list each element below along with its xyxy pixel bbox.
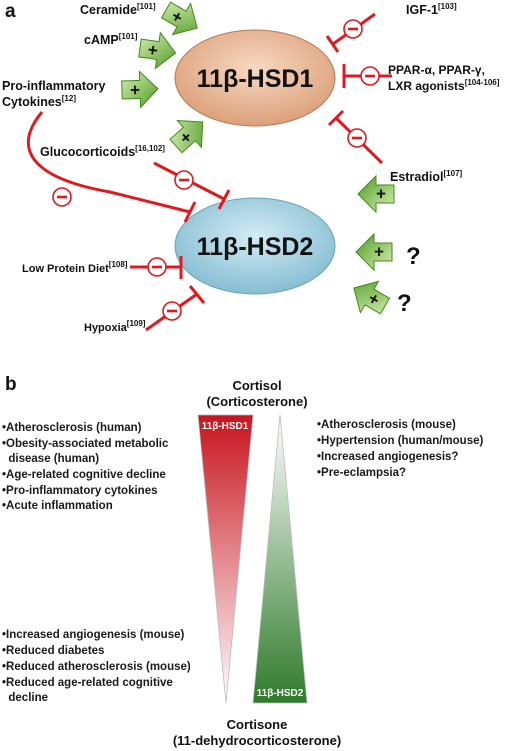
hsd1-ellipse	[174, 29, 336, 127]
hsd1-label: 11β-HSD1	[197, 65, 314, 93]
label-estradiol: Estradiol[107]	[390, 169, 463, 184]
list-item: •Increased angiogenesis (mouse)	[2, 629, 185, 641]
low-protein-minus-icon	[147, 257, 167, 277]
camp-plus-arrow-icon	[136, 29, 179, 72]
list-item: •Increased angiogenesis?	[317, 451, 458, 463]
dehydrocorticosterone-label: (11-dehydrocorticosterone)	[173, 733, 341, 748]
list-item: disease (human)	[2, 453, 99, 465]
list-item: •Reduced diabetes	[2, 645, 104, 657]
label-ceramide: Ceramide[101]	[80, 2, 156, 17]
list-item: •Pro-inflammatory cytokines	[2, 485, 158, 497]
list-item: •Obesity-associated metabolic	[2, 438, 169, 450]
label-lxr: LXR agonists[104-106]	[388, 78, 500, 93]
hsd2-triangle-label: 11β-HSD2	[257, 688, 304, 699]
cytokines-plus-arrow-icon	[120, 70, 160, 109]
estradiol-plus-arrow-icon	[357, 175, 395, 213]
label-glucocorticoids: Glucocorticoids[16,102]	[40, 144, 165, 159]
ceramide-plus-arrow-icon	[156, 0, 207, 45]
unknown-plus-arrow-1-icon	[355, 233, 393, 271]
hsd2-ellipse	[174, 197, 336, 295]
list-item: decline	[2, 692, 48, 704]
list-item: •Atherosclerosis (human)	[2, 422, 142, 434]
hsd2-label: 11β-HSD2	[197, 233, 314, 261]
list-left-top: •Atherosclerosis (human) •Obesity-associ…	[2, 422, 169, 512]
panel-a-label: a	[5, 1, 16, 22]
hsd1-triangle	[197, 414, 254, 704]
cortisol-label: Cortisol	[232, 378, 281, 393]
list-item: •Hypertension (human/mouse)	[317, 435, 483, 447]
corticosterone-label: (Corticosterone)	[206, 394, 307, 409]
list-item: •Reduced age-related cognitive	[2, 677, 173, 689]
estradiol-minus-icon	[347, 128, 367, 148]
hsd2-triangle	[252, 414, 308, 704]
label-camp: cAMP[101]	[84, 32, 138, 47]
label-ppar: PPAR-α, PPAR-γ,	[388, 63, 485, 77]
ppar-minus-icon	[360, 66, 380, 86]
list-item: •Pre-eclampsia?	[317, 467, 406, 479]
question-mark-1: ?	[406, 243, 421, 270]
label-hypoxia: Hypoxia[109]	[84, 319, 146, 334]
list-item: •Acute inflammation	[2, 500, 113, 512]
label-igf1: IGF-1[103]	[406, 2, 457, 17]
hypoxia-minus-icon	[162, 301, 182, 321]
list-right-top: •Atherosclerosis (mouse) •Hypertension (…	[317, 419, 483, 479]
list-left-bottom: •Increased angiogenesis (mouse) •Reduced…	[2, 629, 191, 704]
question-mark-2: ?	[397, 290, 412, 317]
label-low-protein-diet: Low Protein Diet[108]	[22, 260, 128, 275]
panel-b-label: b	[5, 374, 17, 395]
unknown-plus-arrow-2-icon	[344, 271, 395, 323]
label-cytokines: Cytokines[12]	[2, 94, 76, 109]
hsd1-triangle-label: 11β-HSD1	[202, 421, 249, 432]
list-item: •Reduced atherosclerosis (mouse)	[2, 661, 191, 673]
cytokines-minus-icon	[52, 187, 72, 207]
label-proinflammatory: Pro-inflammatory	[2, 79, 106, 93]
glucocorticoids-minus-icon	[174, 170, 194, 190]
cortisone-label: Cortisone	[227, 717, 288, 732]
list-item: •Atherosclerosis (mouse)	[317, 419, 456, 431]
igf1-minus-icon	[343, 19, 363, 39]
list-item: •Age-related cognitive decline	[2, 469, 166, 481]
